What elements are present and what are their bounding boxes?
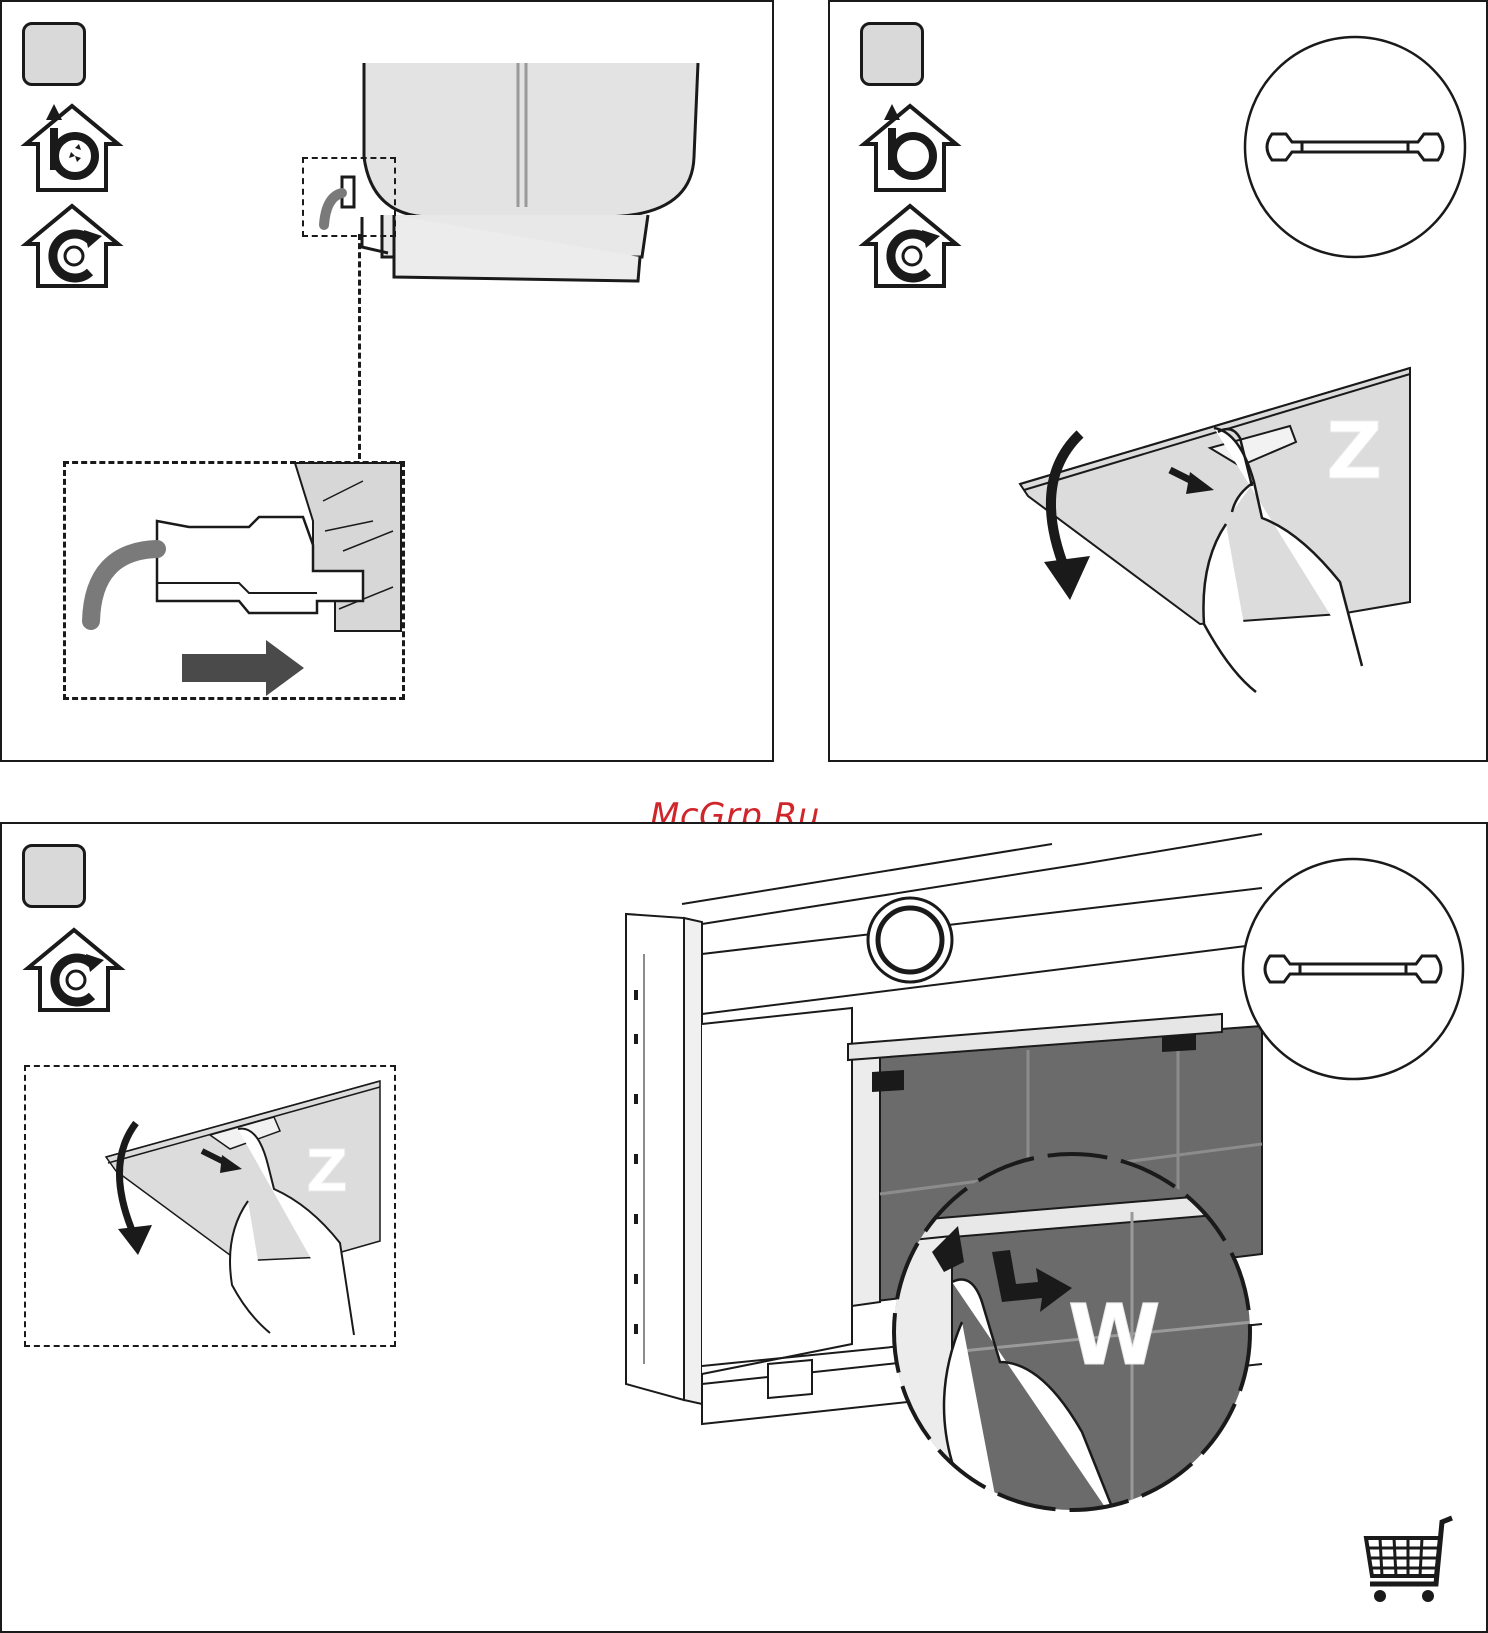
extraction-mode-icon	[858, 98, 962, 194]
recirculation-mode-icon	[20, 200, 124, 290]
connector-line	[358, 234, 361, 459]
recirculation-mode-icon	[858, 200, 962, 290]
step-number-box	[860, 22, 924, 86]
odour-filter-label: W	[1068, 1286, 1161, 1384]
recirculation-mode-icon	[22, 924, 126, 1014]
shopping-cart-icon	[1362, 1514, 1462, 1614]
step-panel-2: Z	[828, 0, 1488, 762]
odour-filter-detail: W	[892, 1132, 1252, 1532]
step-panel-1	[0, 0, 774, 762]
grease-filter-removal-illustration: Z	[1000, 362, 1488, 722]
wrench-icon	[1240, 856, 1466, 1082]
step-number-box	[22, 844, 86, 908]
grease-filter-label: Z	[306, 1137, 348, 1205]
wrench-icon	[1242, 34, 1468, 260]
push-arrow-icon	[180, 640, 310, 696]
grease-filter-label: Z	[1326, 407, 1383, 497]
detail-frame-small	[302, 157, 396, 237]
extraction-mode-icon	[20, 98, 124, 194]
step-number-box	[22, 22, 86, 86]
grease-filter-reference-illustration: Z	[24, 1065, 396, 1347]
step-panel-3: Z	[0, 822, 1488, 1633]
